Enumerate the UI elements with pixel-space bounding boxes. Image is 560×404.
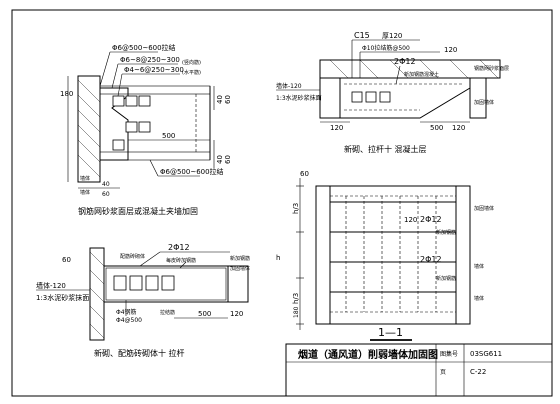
detail-c-label-tie: 拉结筋 bbox=[160, 309, 175, 316]
detail-d-dim-180: 180 bbox=[293, 306, 300, 318]
detail-b-bars-main: 2Φ12 bbox=[394, 57, 416, 66]
detail-c-bars-tie: Φ4钢筋 bbox=[116, 308, 137, 316]
detail-c-bars-tie-2: Φ4@500 bbox=[116, 317, 142, 324]
detail-b-post bbox=[469, 77, 487, 119]
detail-d-dim-h3a: h/3 bbox=[292, 203, 300, 214]
detail-a-caption: 钢筋网砂浆面层或混凝土夹墙加固 bbox=[78, 206, 198, 216]
detail-b-concrete bbox=[339, 77, 471, 119]
detail-a-note-2: (水平筋) bbox=[182, 69, 201, 76]
detail-d-bars-2: 2Φ12 bbox=[420, 255, 442, 264]
detail-c-caption: 新砌、配筋砖砌体十 拉杆 bbox=[94, 348, 185, 358]
detail-c-dim-500: 500 bbox=[198, 310, 211, 318]
detail-c-cell bbox=[113, 275, 127, 291]
detail-b-bars-top-2: 120 bbox=[444, 46, 457, 54]
detail-a-dim-500: 500 bbox=[162, 132, 175, 140]
detail-a-label-wall: 墙体 bbox=[80, 175, 90, 182]
detail-d-dim-60: 60 bbox=[300, 170, 309, 178]
detail-c-bars-main: 2Φ12 bbox=[168, 243, 190, 252]
detail-a-bars-1: Φ6~8@250~300 bbox=[120, 56, 180, 64]
detail-b-dim-500: 500 bbox=[430, 124, 443, 132]
detail-b-dim-120: 120 bbox=[330, 124, 343, 132]
detail-a-dim-40a: 40 bbox=[216, 95, 224, 104]
detail-a-cell bbox=[138, 121, 151, 133]
detail-b-thickness: 厚120 bbox=[382, 32, 402, 40]
detail-a-dim-180: 180 bbox=[60, 90, 73, 98]
detail-a-cell bbox=[112, 95, 125, 107]
page-label: 页 bbox=[440, 369, 446, 376]
detail-b-ratio: 1:3水泥砂浆抹面 bbox=[276, 94, 322, 102]
atlas-label: 图集号 bbox=[440, 350, 458, 358]
detail-a-note-1: (竖向筋) bbox=[182, 59, 201, 66]
detail-d-right-wall bbox=[455, 185, 471, 325]
atlas-number: 03SG611 bbox=[470, 350, 502, 358]
detail-b-grade: C15 bbox=[354, 31, 370, 40]
detail-a-dim-60b: 60 bbox=[224, 155, 232, 164]
title-block: 烟道（通风道）削弱墙体加固图 图集号 03SG611 页 C-22 bbox=[285, 343, 553, 397]
detail-c-bond: 墙体-120 bbox=[36, 281, 66, 290]
detail-c-cell bbox=[129, 275, 143, 291]
drawing-title: 烟道（通风道）削弱墙体加固图 bbox=[298, 348, 438, 361]
detail-a-cell bbox=[138, 95, 151, 107]
detail-a-cell bbox=[125, 121, 138, 133]
detail-d-label-d: 新加钢筋 bbox=[436, 275, 456, 282]
detail-c-label-new: 新加钢筋 bbox=[230, 255, 250, 262]
detail-a-label-wall-2: 墙体 bbox=[80, 189, 90, 196]
detail-c-ratio: 1:3水泥砂浆抹面 bbox=[36, 293, 89, 302]
detail-c-label-fill: 配筋砖砌体 bbox=[120, 253, 145, 260]
detail-c: 2Φ12 每皮砖加钢筋 配筋砖砌体 新加钢筋 加固墙体 Φ4钢筋 Φ4@500 … bbox=[36, 243, 250, 358]
detail-d-dim-120: 120 bbox=[404, 216, 417, 224]
detail-b-label-mortar: 钢筋网砂浆面层 bbox=[474, 65, 509, 72]
detail-a-bars-2: Φ4~6@250~300 bbox=[124, 66, 184, 74]
detail-c-cell bbox=[161, 275, 175, 291]
detail-c-post bbox=[227, 265, 249, 303]
detail-d-bars-1: 2Φ12 bbox=[420, 215, 442, 224]
detail-c-label-wall: 加固墙体 bbox=[230, 265, 250, 272]
detail-d-caption: 1—1 bbox=[378, 326, 403, 339]
detail-d: 60 h/3 h/3 h 180 120 2Φ12 2Φ12 加固墙体 新加钢筋… bbox=[276, 170, 494, 341]
page-number: C-22 bbox=[470, 368, 486, 376]
detail-b-dim-120b: 120 bbox=[452, 124, 465, 132]
detail-a-cell bbox=[112, 139, 125, 151]
detail-d-label-a: 加固墙体 bbox=[474, 205, 494, 212]
detail-a-dim-60c: 60 bbox=[102, 191, 110, 198]
detail-a-dim-40b: 40 bbox=[216, 155, 224, 164]
detail-c-label-rebar: 每皮砖加钢筋 bbox=[166, 257, 196, 264]
detail-d-label-b: 新加钢筋 bbox=[436, 229, 456, 236]
detail-b-bond: 墙体-120 bbox=[276, 82, 302, 90]
detail-a: Φ6@500~600拉结 Φ6~8@250~300 Φ4~6@250~300 (… bbox=[60, 43, 232, 216]
detail-b-label-wall: 加固墙体 bbox=[474, 99, 494, 106]
sheet-border bbox=[11, 9, 553, 397]
detail-d-label-e: 墙体 bbox=[474, 295, 484, 302]
detail-a-bottom-band bbox=[99, 151, 211, 161]
detail-b-wall bbox=[319, 77, 341, 119]
detail-a-top-band bbox=[99, 85, 211, 95]
detail-d-label-c: 墙体 bbox=[474, 263, 484, 270]
detail-c-dim-60: 60 bbox=[62, 256, 71, 264]
detail-a-mesh-top: Φ6@500~600拉结 bbox=[112, 43, 176, 52]
detail-a-cell bbox=[125, 95, 138, 107]
detail-a-dim-40c: 40 bbox=[102, 181, 110, 188]
detail-b-label-new: 新加钢筋混凝土 bbox=[404, 71, 439, 78]
detail-a-dim-60a: 60 bbox=[224, 95, 232, 104]
detail-d-left-wall bbox=[315, 185, 331, 325]
detail-b-bars-top: Φ10拉结筋@500 bbox=[362, 44, 410, 52]
detail-c-dim-120: 120 bbox=[230, 310, 243, 318]
detail-d-dim-h: h bbox=[276, 254, 280, 262]
detail-d-dim-h3b: h/3 bbox=[292, 293, 300, 304]
detail-b-caption: 新砌、拉杆十 混凝土层 bbox=[344, 144, 427, 154]
detail-b: C15 厚120 Φ10拉结筋@500 120 2Φ12 新加钢筋混凝土 钢筋网… bbox=[276, 31, 509, 154]
detail-a-mesh-bottom: Φ6@500~600拉结 bbox=[160, 167, 224, 176]
detail-c-cell bbox=[145, 275, 159, 291]
